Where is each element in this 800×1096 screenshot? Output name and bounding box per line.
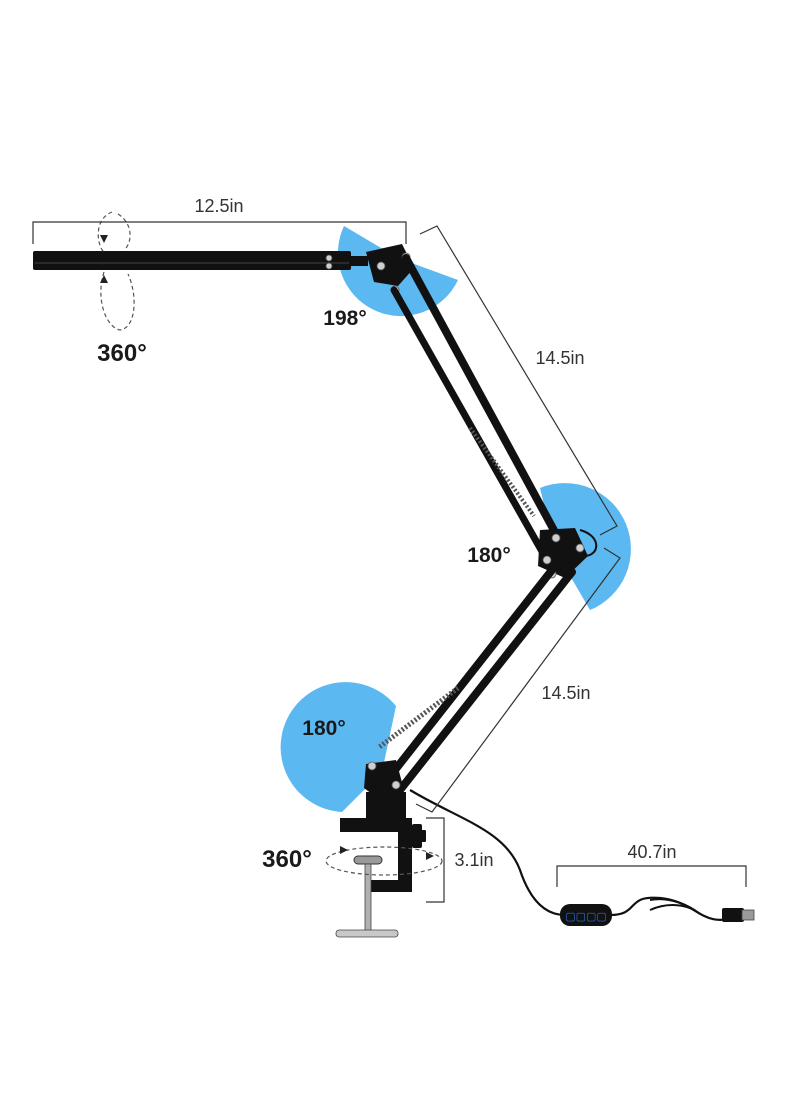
elbow-bolt	[551, 533, 561, 543]
base-bolt	[391, 780, 401, 790]
base-rotation-indicator	[325, 846, 443, 876]
lamp-head-bolt	[325, 262, 333, 270]
lamp-head-bolt	[325, 254, 333, 262]
rotation-dashed-ellipse-icon	[97, 211, 113, 253]
elbow-bolt	[575, 543, 585, 553]
dimension-labels: 12.5in 14.5in 14.5in 3.1in 40.7in	[194, 196, 676, 870]
lamp-head	[33, 251, 368, 270]
svg-text:▢▢▢▢: ▢▢▢▢	[565, 911, 607, 923]
elbow-joint-angle-label: 180°	[467, 544, 510, 567]
cable-length-label: 40.7in	[627, 842, 676, 862]
lamp-head-bar	[33, 251, 351, 270]
elbow-bolt	[542, 555, 552, 565]
inline-dimmer-switch-icon	[560, 904, 612, 926]
base-joint-angle-label: 180°	[302, 717, 345, 740]
rotation-dashed-ellipse-icon	[325, 846, 443, 876]
base-rotation-label: 360°	[262, 846, 312, 873]
lower-arm	[376, 566, 576, 794]
lower-arm-length-label: 14.5in	[541, 683, 590, 703]
clamp-body	[340, 818, 412, 892]
clamp-handle	[335, 929, 399, 938]
upper-arm	[390, 254, 560, 566]
head-length-label: 12.5in	[194, 196, 243, 216]
elbow-joint-sector	[540, 483, 631, 610]
head-rotation-indicator	[97, 211, 135, 331]
power-cable: ▢▢▢▢	[409, 789, 755, 926]
head-joint-angle-label: 198°	[323, 307, 366, 330]
clamp-height-label: 3.1in	[454, 850, 493, 870]
upper-arm-length-label: 14.5in	[535, 348, 584, 368]
dimension-lines	[32, 221, 747, 903]
base-clamp	[335, 760, 426, 938]
usb-plug-icon	[722, 908, 744, 922]
head-connector	[350, 256, 368, 266]
lower-arm-spring	[376, 686, 460, 750]
clamp-pad	[353, 855, 383, 865]
base-bolt	[367, 761, 377, 771]
head-joint-bolt	[376, 261, 386, 271]
angle-labels: 360° 198° 180° 180° 360°	[97, 307, 511, 873]
head-rotation-label: 360°	[97, 340, 147, 367]
